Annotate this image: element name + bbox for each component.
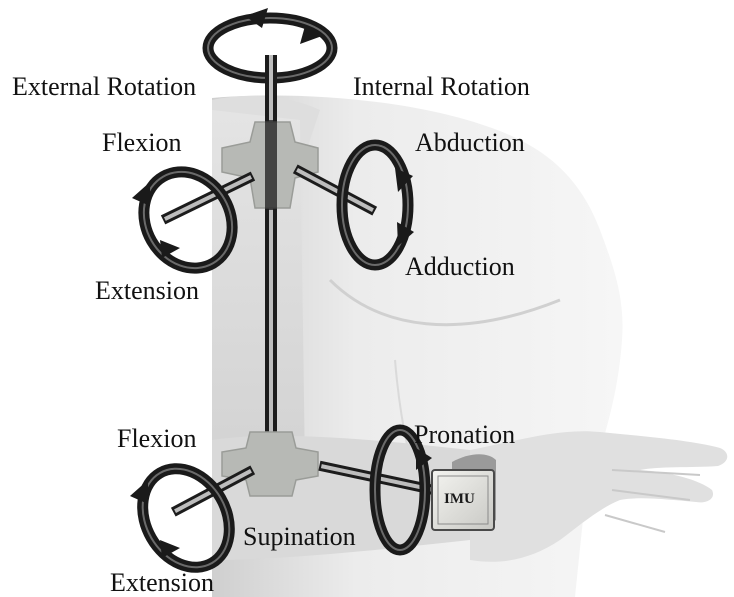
label-adduction: Adduction [405, 252, 515, 282]
hand-shape [470, 431, 727, 562]
vertical-rod [265, 55, 277, 450]
label-supination: Supination [243, 522, 356, 552]
label-abduction: Abduction [415, 128, 525, 158]
imu-label: IMU [444, 490, 475, 508]
label-pronation: Pronation [414, 420, 515, 450]
label-shoulder-extension: Extension [95, 276, 199, 306]
label-elbow-extension: Extension [110, 568, 214, 597]
label-internal-rotation: Internal Rotation [353, 72, 530, 102]
label-elbow-flexion: Flexion [117, 424, 196, 454]
label-external-rotation: External Rotation [12, 72, 196, 102]
label-shoulder-flexion: Flexion [102, 128, 181, 158]
